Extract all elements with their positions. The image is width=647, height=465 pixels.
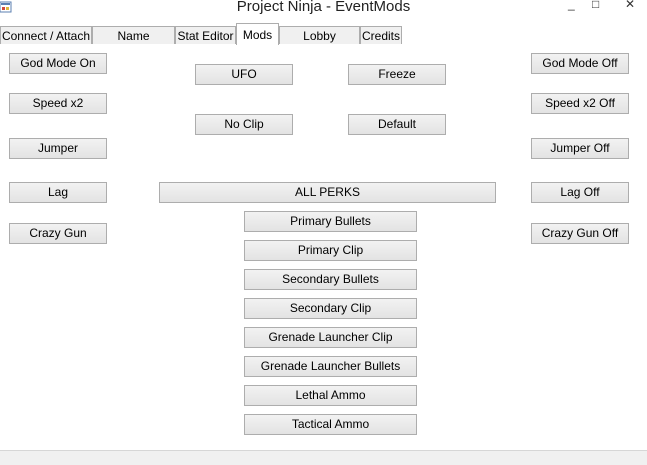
ufo-button[interactable]: UFO (195, 64, 293, 85)
god-mode-on-button[interactable]: God Mode On (9, 53, 107, 74)
god-mode-off-button[interactable]: God Mode Off (531, 53, 629, 74)
freeze-button[interactable]: Freeze (348, 64, 446, 85)
no-clip-button[interactable]: No Clip (195, 114, 293, 135)
tab-name-changer[interactable]: Name Changer (92, 26, 175, 61)
maximize-button[interactable]: □ (592, 0, 600, 11)
app-icon (0, 1, 12, 13)
lag-button[interactable]: Lag (9, 182, 107, 203)
jumper-button[interactable]: Jumper (9, 138, 107, 159)
grenade-launcher-bullets-button[interactable]: Grenade Launcher Bullets (244, 356, 417, 377)
default-button[interactable]: Default (348, 114, 446, 135)
close-button[interactable]: ✕ (625, 0, 636, 11)
lag-off-button[interactable]: Lag Off (531, 182, 629, 203)
tab-mods[interactable]: Mods (236, 23, 279, 46)
title-bar: Project Ninja - EventMods _ □ ✕ (0, 0, 647, 22)
tab-credits[interactable]: Credits (360, 26, 402, 44)
primary-clip-button[interactable]: Primary Clip (244, 240, 417, 261)
speed-x2-off-button[interactable]: Speed x2 Off (531, 93, 629, 114)
tactical-ammo-button[interactable]: Tactical Ammo (244, 414, 417, 435)
secondary-bullets-button[interactable]: Secondary Bullets (244, 269, 417, 290)
status-bar (0, 450, 647, 465)
crazy-gun-off-button[interactable]: Crazy Gun Off (531, 223, 629, 244)
crazy-gun-button[interactable]: Crazy Gun (9, 223, 107, 244)
tab-strip: Connect / Attach Name Changer Stat Edito… (0, 22, 647, 61)
tab-stat-editor[interactable]: Stat Editor (175, 26, 236, 44)
lethal-ammo-button[interactable]: Lethal Ammo (244, 385, 417, 406)
jumper-off-button[interactable]: Jumper Off (531, 138, 629, 159)
speed-x2-button[interactable]: Speed x2 (9, 93, 107, 114)
tab-lobby-settings[interactable]: Lobby Settings (279, 26, 360, 61)
mods-panel: God Mode On Speed x2 Jumper Lag Crazy Gu… (0, 45, 647, 450)
tab-connect-attach[interactable]: Connect / Attach (0, 26, 92, 44)
minimize-button[interactable]: _ (568, 0, 575, 11)
window-title: Project Ninja - EventMods (236, 0, 411, 15)
secondary-clip-button[interactable]: Secondary Clip (244, 298, 417, 319)
all-perks-button[interactable]: ALL PERKS (159, 182, 496, 203)
grenade-launcher-clip-button[interactable]: Grenade Launcher Clip (244, 327, 417, 348)
primary-bullets-button[interactable]: Primary Bullets (244, 211, 417, 232)
